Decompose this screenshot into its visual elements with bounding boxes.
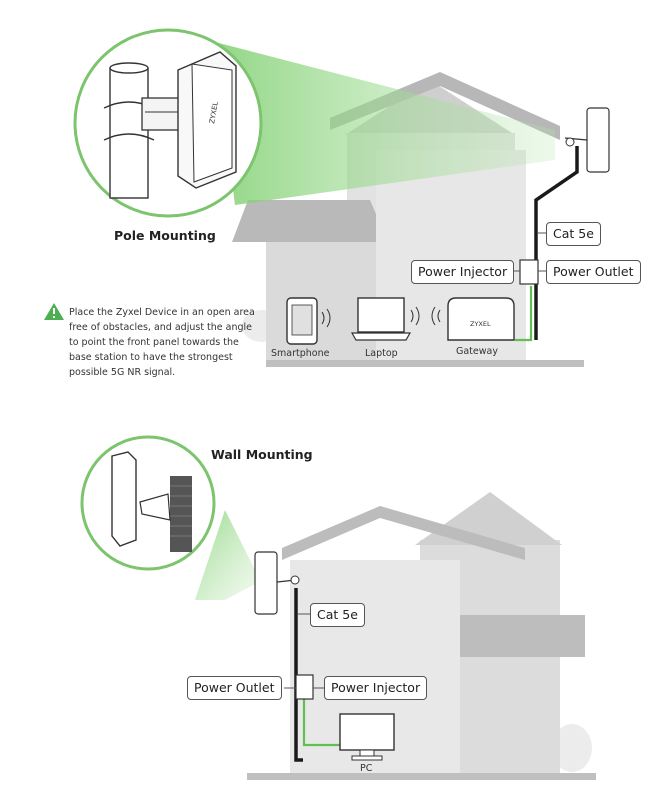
front-house	[282, 506, 525, 776]
cat5e-callout: Cat 5e	[310, 603, 365, 627]
placement-note: Place the Zyxel Device in an open area f…	[69, 307, 255, 378]
wall-scene	[80, 435, 596, 780]
power-injector-callout: Power Injector	[324, 676, 428, 700]
power-injector-callout: Power Injector	[411, 260, 515, 284]
wall-texture	[170, 476, 192, 552]
signal-beam	[195, 510, 270, 600]
pc-icon	[339, 713, 395, 761]
laptop-label: Laptop	[365, 348, 398, 359]
power-outlet-callout: Power Outlet	[187, 676, 282, 700]
cloud-shape	[552, 724, 592, 772]
laptop-icon	[350, 297, 420, 341]
pole-scene: ZYXEL ZYXEL	[44, 28, 610, 367]
power-injector-box	[295, 674, 314, 700]
pole-mounting-title: Pole Mounting	[114, 228, 216, 243]
cat5e-callout: Cat 5e	[546, 222, 601, 246]
power-injector-box	[519, 259, 539, 285]
power-outlet-callout: Power Outlet	[546, 260, 641, 284]
warning-triangle-icon	[44, 303, 64, 320]
wall-magnifier	[80, 435, 216, 571]
antenna-brand-text: ZYXEL	[208, 101, 220, 124]
antenna-icon	[111, 451, 137, 547]
pole-magnifier: ZYXEL	[73, 28, 263, 218]
smartphone-icon	[286, 297, 331, 345]
gateway-icon: ZYXEL	[447, 297, 515, 341]
wall-mounting-title: Wall Mounting	[211, 447, 313, 462]
green-cable	[515, 286, 533, 342]
signal-beam	[215, 42, 555, 205]
roof-antenna-icon	[564, 107, 610, 173]
smartphone-label: Smartphone	[271, 348, 330, 359]
wall-antenna-icon	[254, 551, 300, 615]
gateway-label: Gateway	[456, 346, 498, 357]
pc-label: PC	[360, 763, 373, 774]
wifi-waves-icon	[431, 306, 441, 326]
green-cable	[302, 698, 340, 747]
pole-icon	[109, 67, 149, 199]
wall-cable	[294, 588, 303, 762]
ground-line	[266, 360, 584, 367]
ground-line	[247, 773, 596, 780]
gateway-brand-text: ZYXEL	[470, 320, 491, 328]
